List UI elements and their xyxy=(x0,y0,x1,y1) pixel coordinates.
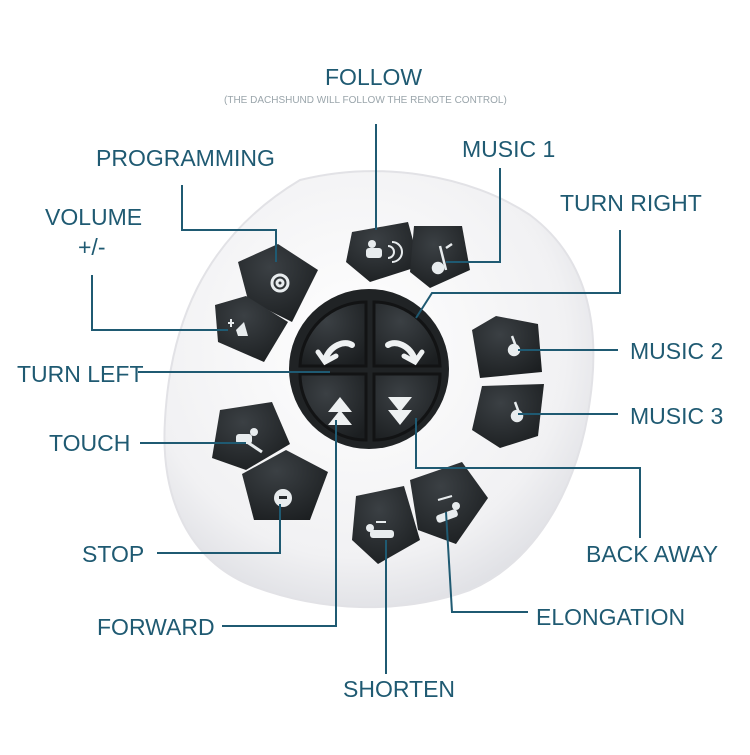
stop-icon xyxy=(274,489,292,507)
label-volume: VOLUME xyxy=(45,204,143,230)
music-note-icon xyxy=(431,242,453,275)
stop-button xyxy=(242,450,328,520)
shorten-button xyxy=(352,486,420,564)
label-music3: MUSIC 3 xyxy=(630,403,724,429)
touch-button xyxy=(212,402,290,470)
label-follow: FOLLOW xyxy=(325,64,423,90)
music3-button xyxy=(472,384,544,448)
leader-elongation xyxy=(445,511,528,613)
label-follow-note: (THE DACHSHUND WILL FOLLOW THE RENOTE CO… xyxy=(224,95,507,106)
turn-left-arrow-icon xyxy=(315,340,355,366)
label-back-away: BACK AWAY xyxy=(586,541,719,567)
music2-button xyxy=(472,316,542,378)
follow-dog-icon xyxy=(366,240,403,263)
leader-turn-right xyxy=(415,230,621,319)
music1-button xyxy=(410,226,470,288)
follow-button xyxy=(346,222,420,282)
gear-icon xyxy=(270,273,290,293)
leader-forward xyxy=(222,420,337,627)
label-turn-left: TURN LEFT xyxy=(17,361,144,387)
touch-dog-icon xyxy=(236,428,263,454)
volume-icon xyxy=(228,319,248,336)
leader-programming xyxy=(181,185,277,262)
label-forward: FORWARD xyxy=(97,614,215,640)
dpad-base xyxy=(289,289,449,449)
label-elongation: ELONGATION xyxy=(536,604,686,630)
leader-music1 xyxy=(446,168,501,263)
volume-button xyxy=(215,296,288,362)
programming-button xyxy=(238,244,318,322)
label-volume-sign: +/- xyxy=(78,234,106,260)
shorten-dog-icon xyxy=(366,521,394,538)
leader-lines xyxy=(91,124,641,674)
label-turn-right: TURN RIGHT xyxy=(560,190,702,216)
turn-right-arrow-icon xyxy=(385,340,425,366)
label-touch: TOUCH xyxy=(49,430,131,456)
label-programming: PROGRAMMING xyxy=(96,145,275,171)
back-arrow-icon xyxy=(388,397,412,425)
leader-stop xyxy=(157,504,281,554)
forward-arrow-icon xyxy=(328,397,352,425)
label-shorten: SHORTEN xyxy=(343,676,456,702)
label-stop: STOP xyxy=(82,541,145,567)
leader-back-away xyxy=(415,418,641,538)
back-away-button xyxy=(372,372,442,442)
label-music1: MUSIC 1 xyxy=(462,136,556,162)
leader-volume xyxy=(91,275,228,331)
label-music2: MUSIC 2 xyxy=(630,338,724,364)
